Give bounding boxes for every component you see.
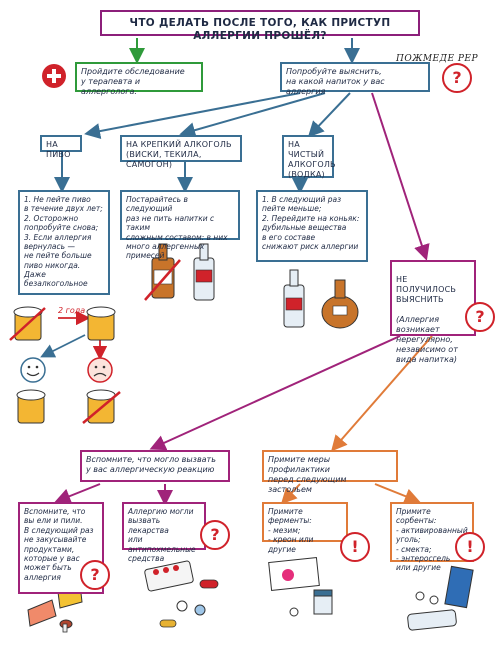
enzyme-box-icon bbox=[268, 557, 333, 617]
alert-icon: ! bbox=[455, 532, 485, 562]
vodka-cognac-icon bbox=[283, 269, 359, 329]
question-icon: ? bbox=[442, 63, 472, 93]
food-advice: Вспомните, что вы ели и пили. В следующи… bbox=[18, 502, 104, 594]
sad-face-icon bbox=[87, 357, 113, 383]
unknown-header: НЕ ПОЛУЧИЛОСЬ ВЫЯСНИТЬ bbox=[396, 275, 457, 304]
alert-icon: ! bbox=[340, 532, 370, 562]
find-drink-box: Попробуйте выяснить, на какой напиток у … bbox=[280, 62, 430, 96]
prevention-box: Примите меры профилактики перед следующи… bbox=[262, 450, 398, 494]
strong-alcohol-advice: Постарайтесь в следующий раз не пить нап… bbox=[120, 190, 240, 260]
beer-category: НА ПИВО bbox=[40, 135, 82, 159]
logo: ПОЖМЕДЕ РЕР bbox=[396, 54, 479, 64]
question-icon: ? bbox=[200, 520, 230, 550]
remember-reaction-box: Вспомните, что могло вызвать у вас аллер… bbox=[80, 450, 230, 482]
sorbent-box-icon bbox=[407, 565, 474, 631]
pills-icon bbox=[144, 560, 219, 628]
drugs-advice: Аллергию могли вызвать лекарства или ант… bbox=[122, 502, 206, 563]
question-icon: ? bbox=[465, 302, 495, 332]
page-title: ЧТО ДЕЛАТЬ ПОСЛЕ ТОГО, КАК ПРИСТУП АЛЛЕР… bbox=[100, 10, 420, 42]
medical-cross-icon bbox=[42, 64, 66, 88]
unknown-drink-box: НЕ ПОЛУЧИЛОСЬ ВЫЯСНИТЬ (Аллергия возника… bbox=[390, 260, 476, 364]
enzymes-advice: Примите ферменты: - мезим; - креон или д… bbox=[262, 502, 348, 554]
pure-alcohol-category: НА ЧИСТЫЙ АЛКОГОЛЬ (ВОДКА) bbox=[282, 135, 336, 179]
unknown-text: (Аллергия возникает нерегулярно, независ… bbox=[396, 315, 458, 364]
strong-alcohol-bottles-icon bbox=[144, 243, 215, 301]
pure-alcohol-advice: 1. В следующий раз пейте меньше; 2. Пере… bbox=[256, 190, 368, 262]
beer-advice: 1. Не пейте пиво в течение двух лет; 2. … bbox=[18, 190, 110, 295]
doctor-exam-box: Пройдите обследование у терапевта и алле… bbox=[75, 62, 203, 96]
happy-face-icon bbox=[20, 357, 46, 383]
two-years-label: 2 года bbox=[58, 306, 86, 315]
strong-alcohol-category: НА КРЕПКИЙ АЛКОГОЛЬ (ВИСКИ, ТЕКИЛА, САМО… bbox=[120, 135, 242, 169]
question-icon: ? bbox=[80, 560, 110, 590]
beer-mugs-icon bbox=[9, 306, 121, 424]
